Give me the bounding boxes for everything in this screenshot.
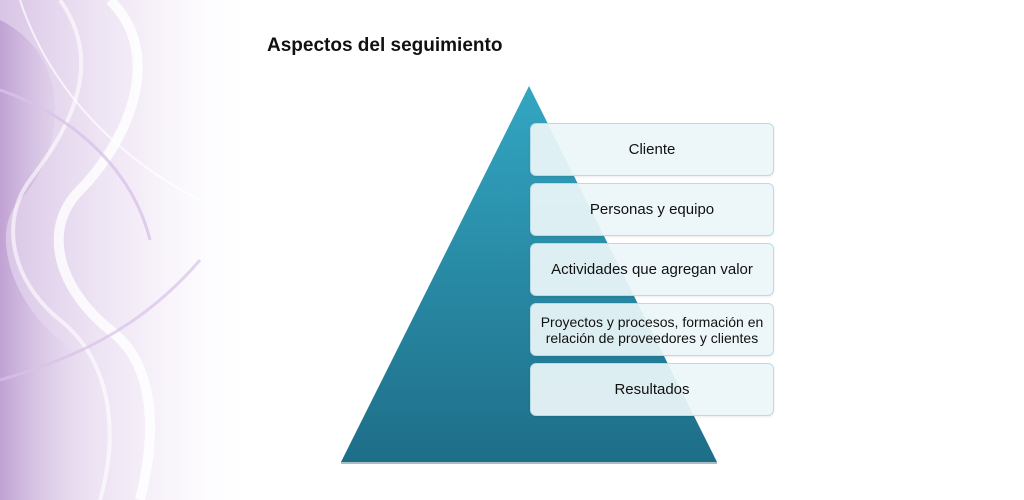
pyramid-level-label: Actividades que agregan valor [551, 261, 753, 278]
pyramid-level-proyectos: Proyectos y procesos, formación en relac… [530, 303, 774, 356]
decorative-swirl-background [0, 0, 260, 500]
pyramid-level-label: Proyectos y procesos, formación en relac… [540, 313, 764, 346]
pyramid-level-label: Personas y equipo [589, 201, 715, 218]
pyramid-level-personas: Personas y equipo [530, 183, 774, 236]
page-title: Aspectos del seguimiento [267, 35, 503, 56]
pyramid-level-cliente: Cliente [530, 123, 774, 176]
pyramid-level-resultados: Resultados [530, 363, 774, 416]
pyramid-level-label: Cliente [628, 141, 676, 158]
pyramid-level-actividades: Actividades que agregan valor [530, 243, 774, 296]
pyramid-level-label: Resultados [614, 381, 690, 398]
